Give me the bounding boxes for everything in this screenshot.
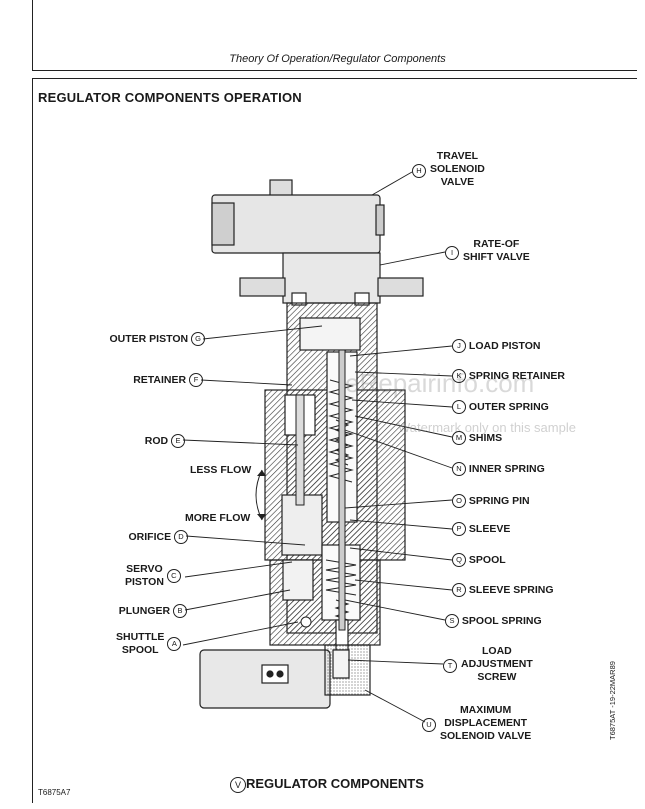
label-k-text: SPRING RETAINER bbox=[468, 369, 565, 382]
label-i: I RATE-OF SHIFT VALVE bbox=[445, 238, 530, 264]
rod-e bbox=[295, 394, 305, 506]
label-f: RETAINER F bbox=[133, 373, 203, 387]
label-i-text: RATE-OF SHIFT VALVE bbox=[463, 238, 530, 263]
leader-lines-left bbox=[182, 325, 323, 646]
label-more-flow: MORE FLOW bbox=[185, 512, 251, 524]
label-p-text: SLEEVE bbox=[468, 522, 511, 535]
label-less-flow: LESS FLOW bbox=[190, 464, 252, 476]
label-f-text: RETAINER bbox=[133, 373, 187, 386]
label-r-circle: R bbox=[452, 583, 466, 597]
label-t-circle: T bbox=[443, 659, 457, 673]
label-j-circle: J bbox=[452, 339, 466, 353]
label-i-circle: I bbox=[445, 246, 459, 260]
label-m-text: SHIMS bbox=[468, 431, 503, 444]
content-top-rule bbox=[32, 78, 637, 79]
shuttle-ball bbox=[300, 616, 312, 628]
label-a: SHUTTLE SPOOL A bbox=[116, 631, 182, 657]
central-rod bbox=[338, 349, 346, 631]
label-e: ROD E bbox=[145, 434, 185, 448]
watermark-subtext: Watermark only on this sample bbox=[398, 420, 576, 435]
leader-lines-right bbox=[344, 171, 453, 723]
label-u: U MAXIMUM DISPLACEMENT SOLENOID VALVE bbox=[422, 704, 531, 743]
label-b-text: PLUNGER bbox=[118, 604, 171, 617]
label-q: Q SPOOL bbox=[452, 553, 506, 567]
page-header-title: Theory Of Operation/Regulator Components bbox=[229, 53, 446, 65]
label-o: O SPRING PIN bbox=[452, 494, 530, 508]
max-displacement-solenoid bbox=[199, 644, 371, 709]
page-border-left-top bbox=[32, 0, 33, 70]
label-n-text: INNER SPRING bbox=[468, 462, 545, 475]
label-t: T LOAD ADJUSTMENT SCREW bbox=[443, 645, 533, 684]
label-g-text: OUTER PISTON bbox=[109, 332, 189, 345]
header-rule bbox=[32, 70, 637, 71]
label-m-circle: M bbox=[452, 431, 466, 445]
label-c: SERVO PISTON C bbox=[125, 563, 181, 589]
label-h-text: TRAVEL SOLENOID VALVE bbox=[430, 150, 485, 188]
label-c-circle: C bbox=[166, 569, 181, 583]
flow-arrow bbox=[255, 469, 263, 521]
label-s-text: SPOOL SPRING bbox=[461, 614, 542, 627]
label-e-circle: E bbox=[171, 434, 185, 448]
label-o-text: SPRING PIN bbox=[468, 494, 530, 507]
label-k: K SPRING RETAINER bbox=[452, 369, 565, 383]
label-p: P SLEEVE bbox=[452, 522, 510, 536]
side-code: T6875AT -19-22MAR89 bbox=[608, 661, 617, 740]
label-d-circle: D bbox=[174, 530, 188, 544]
label-n: N INNER SPRING bbox=[452, 462, 545, 476]
label-d-text: ORIFICE bbox=[128, 530, 172, 543]
label-l-text: OUTER SPRING bbox=[468, 400, 549, 413]
figure-id: T6875A7 bbox=[38, 788, 71, 797]
label-n-circle: N bbox=[452, 462, 466, 476]
section-title: REGULATOR COMPONENTS OPERATION bbox=[38, 90, 302, 105]
label-d: ORIFICE D bbox=[128, 530, 188, 544]
label-a-text: SHUTTLE SPOOL bbox=[116, 631, 165, 656]
label-r: R SLEEVE SPRING bbox=[452, 583, 554, 597]
rate-of-shift-valve bbox=[239, 252, 424, 306]
label-g: OUTER PISTON G bbox=[109, 332, 205, 346]
label-l: L OUTER SPRING bbox=[452, 400, 549, 414]
caption-text: REGULATOR COMPONENTS bbox=[246, 776, 424, 791]
label-o-circle: O bbox=[452, 494, 466, 508]
label-q-text: SPOOL bbox=[468, 553, 506, 566]
label-l-circle: L bbox=[452, 400, 466, 414]
label-j: J LOAD PISTON bbox=[452, 339, 540, 353]
label-f-circle: F bbox=[189, 373, 203, 387]
label-e-text: ROD bbox=[144, 434, 169, 447]
label-t-text: LOAD ADJUSTMENT SCREW bbox=[461, 645, 533, 683]
label-g-circle: G bbox=[191, 332, 205, 346]
label-b: PLUNGER B bbox=[119, 604, 187, 618]
caption-circle: V bbox=[230, 776, 246, 793]
label-b-circle: B bbox=[173, 604, 187, 618]
label-m: M SHIMS bbox=[452, 431, 502, 445]
regulator-housing bbox=[264, 302, 406, 651]
page-border-left bbox=[32, 78, 33, 803]
label-u-text: MAXIMUM DISPLACEMENT SOLENOID VALVE bbox=[440, 704, 532, 742]
label-p-circle: P bbox=[452, 522, 466, 536]
label-s: S SPOOL SPRING bbox=[445, 614, 542, 628]
label-k-circle: K bbox=[452, 369, 466, 383]
travel-solenoid-valve bbox=[211, 179, 385, 254]
label-u-circle: U bbox=[422, 718, 436, 732]
label-c-text: SERVO PISTON bbox=[125, 563, 164, 588]
label-q-circle: Q bbox=[452, 553, 466, 567]
label-j-text: LOAD PISTON bbox=[468, 339, 541, 352]
label-r-text: SLEEVE SPRING bbox=[468, 583, 554, 596]
label-a-circle: A bbox=[167, 637, 182, 651]
label-s-circle: S bbox=[445, 614, 459, 628]
label-h: H TRAVEL SOLENOID VALVE bbox=[412, 150, 485, 189]
watermark-text: eRepairinfo.com bbox=[345, 368, 535, 398]
label-h-circle: H bbox=[412, 164, 426, 178]
